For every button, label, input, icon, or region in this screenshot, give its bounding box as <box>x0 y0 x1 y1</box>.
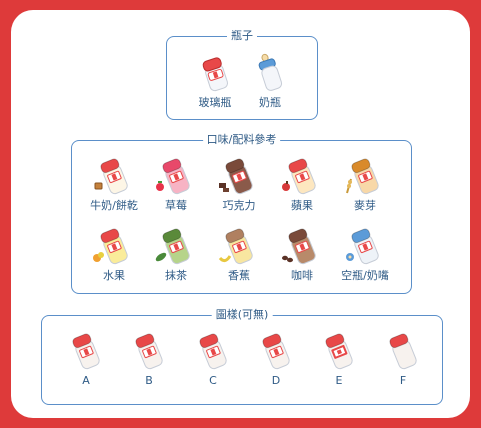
pattern-bottle-icon <box>389 333 417 370</box>
baby-bottle-icon <box>258 53 283 91</box>
flavor-label: 香蕉 <box>228 269 250 282</box>
flavor-bottle-icon <box>219 158 253 195</box>
flavor-label: 巧克力 <box>222 199 256 212</box>
flavor-label: 水果 <box>103 269 125 282</box>
baby-bottle-label: 奶瓶 <box>259 96 281 109</box>
pattern-label: D <box>271 374 281 387</box>
flavor-item[interactable]: 抹茶 <box>142 225 210 282</box>
flavor-bottle-icon <box>282 158 316 195</box>
flavor-item[interactable]: 麥芽 <box>331 155 399 212</box>
flavor-label: 咖啡 <box>291 269 313 282</box>
glass-bottle-item[interactable]: 玻璃瓶 <box>190 52 240 109</box>
patterns-group: 圖樣(可無) <box>41 307 443 405</box>
glass-bottle-label: 玻璃瓶 <box>198 96 232 109</box>
flavor-item[interactable]: 巧克力 <box>205 155 273 212</box>
flavor-item[interactable]: 香蕉 <box>205 225 273 282</box>
pattern-item[interactable]: C <box>190 330 236 387</box>
glass-bottle-icon <box>202 57 229 92</box>
flavor-bottle-icon <box>218 228 253 265</box>
pattern-label: E <box>335 374 343 387</box>
flavor-label: 蘋果 <box>291 199 313 212</box>
pattern-item[interactable]: A <box>63 330 109 387</box>
pattern-bottle-icon <box>325 333 353 370</box>
patterns-group-title: 圖樣(可無) <box>211 307 273 323</box>
flavor-bottle-icon <box>156 158 190 195</box>
pattern-label: A <box>82 374 90 387</box>
pattern-bottle-icon <box>72 333 100 370</box>
flavor-item[interactable]: 牛奶/餅乾 <box>80 155 148 212</box>
flavor-label: 牛奶/餅乾 <box>90 199 138 212</box>
pattern-label: C <box>209 374 217 387</box>
pattern-bottle-icon <box>262 333 290 370</box>
flavor-label: 麥芽 <box>354 199 376 212</box>
flavor-item[interactable]: 蘋果 <box>268 155 336 212</box>
flavor-item[interactable]: 咖啡 <box>268 225 336 282</box>
pattern-label: B <box>145 374 153 387</box>
pattern-bottle-icon <box>135 333 163 370</box>
flavor-bottle-icon <box>94 158 128 195</box>
baby-bottle-item[interactable]: 奶瓶 <box>250 52 290 109</box>
flavor-bottle-icon <box>346 228 379 265</box>
flavor-item[interactable]: 水果 <box>80 225 148 282</box>
pattern-item[interactable]: E <box>316 330 362 387</box>
flavor-bottle-icon <box>282 228 316 265</box>
flavors-group: 口味/配料參考 <box>71 132 412 294</box>
flavor-label: 抹茶 <box>165 269 187 282</box>
flavor-item[interactable]: 草莓 <box>142 155 210 212</box>
flavor-item[interactable]: 空瓶/奶嘴 <box>331 225 399 282</box>
flavor-bottle-icon <box>346 158 379 195</box>
flavor-bottle-icon <box>93 228 128 265</box>
pattern-bottle-icon <box>199 333 227 370</box>
flavor-bottle-icon <box>155 228 190 265</box>
flavors-group-title: 口味/配料參考 <box>202 132 281 148</box>
pattern-item[interactable]: D <box>253 330 299 387</box>
pattern-item[interactable]: B <box>126 330 172 387</box>
flavor-label: 草莓 <box>165 199 187 212</box>
pattern-item[interactable]: F <box>380 330 426 387</box>
bottles-group-title: 瓶子 <box>227 28 257 44</box>
flavor-label: 空瓶/奶嘴 <box>341 269 389 282</box>
pattern-label: F <box>399 374 407 387</box>
bottles-group: 瓶子 <box>166 28 318 120</box>
